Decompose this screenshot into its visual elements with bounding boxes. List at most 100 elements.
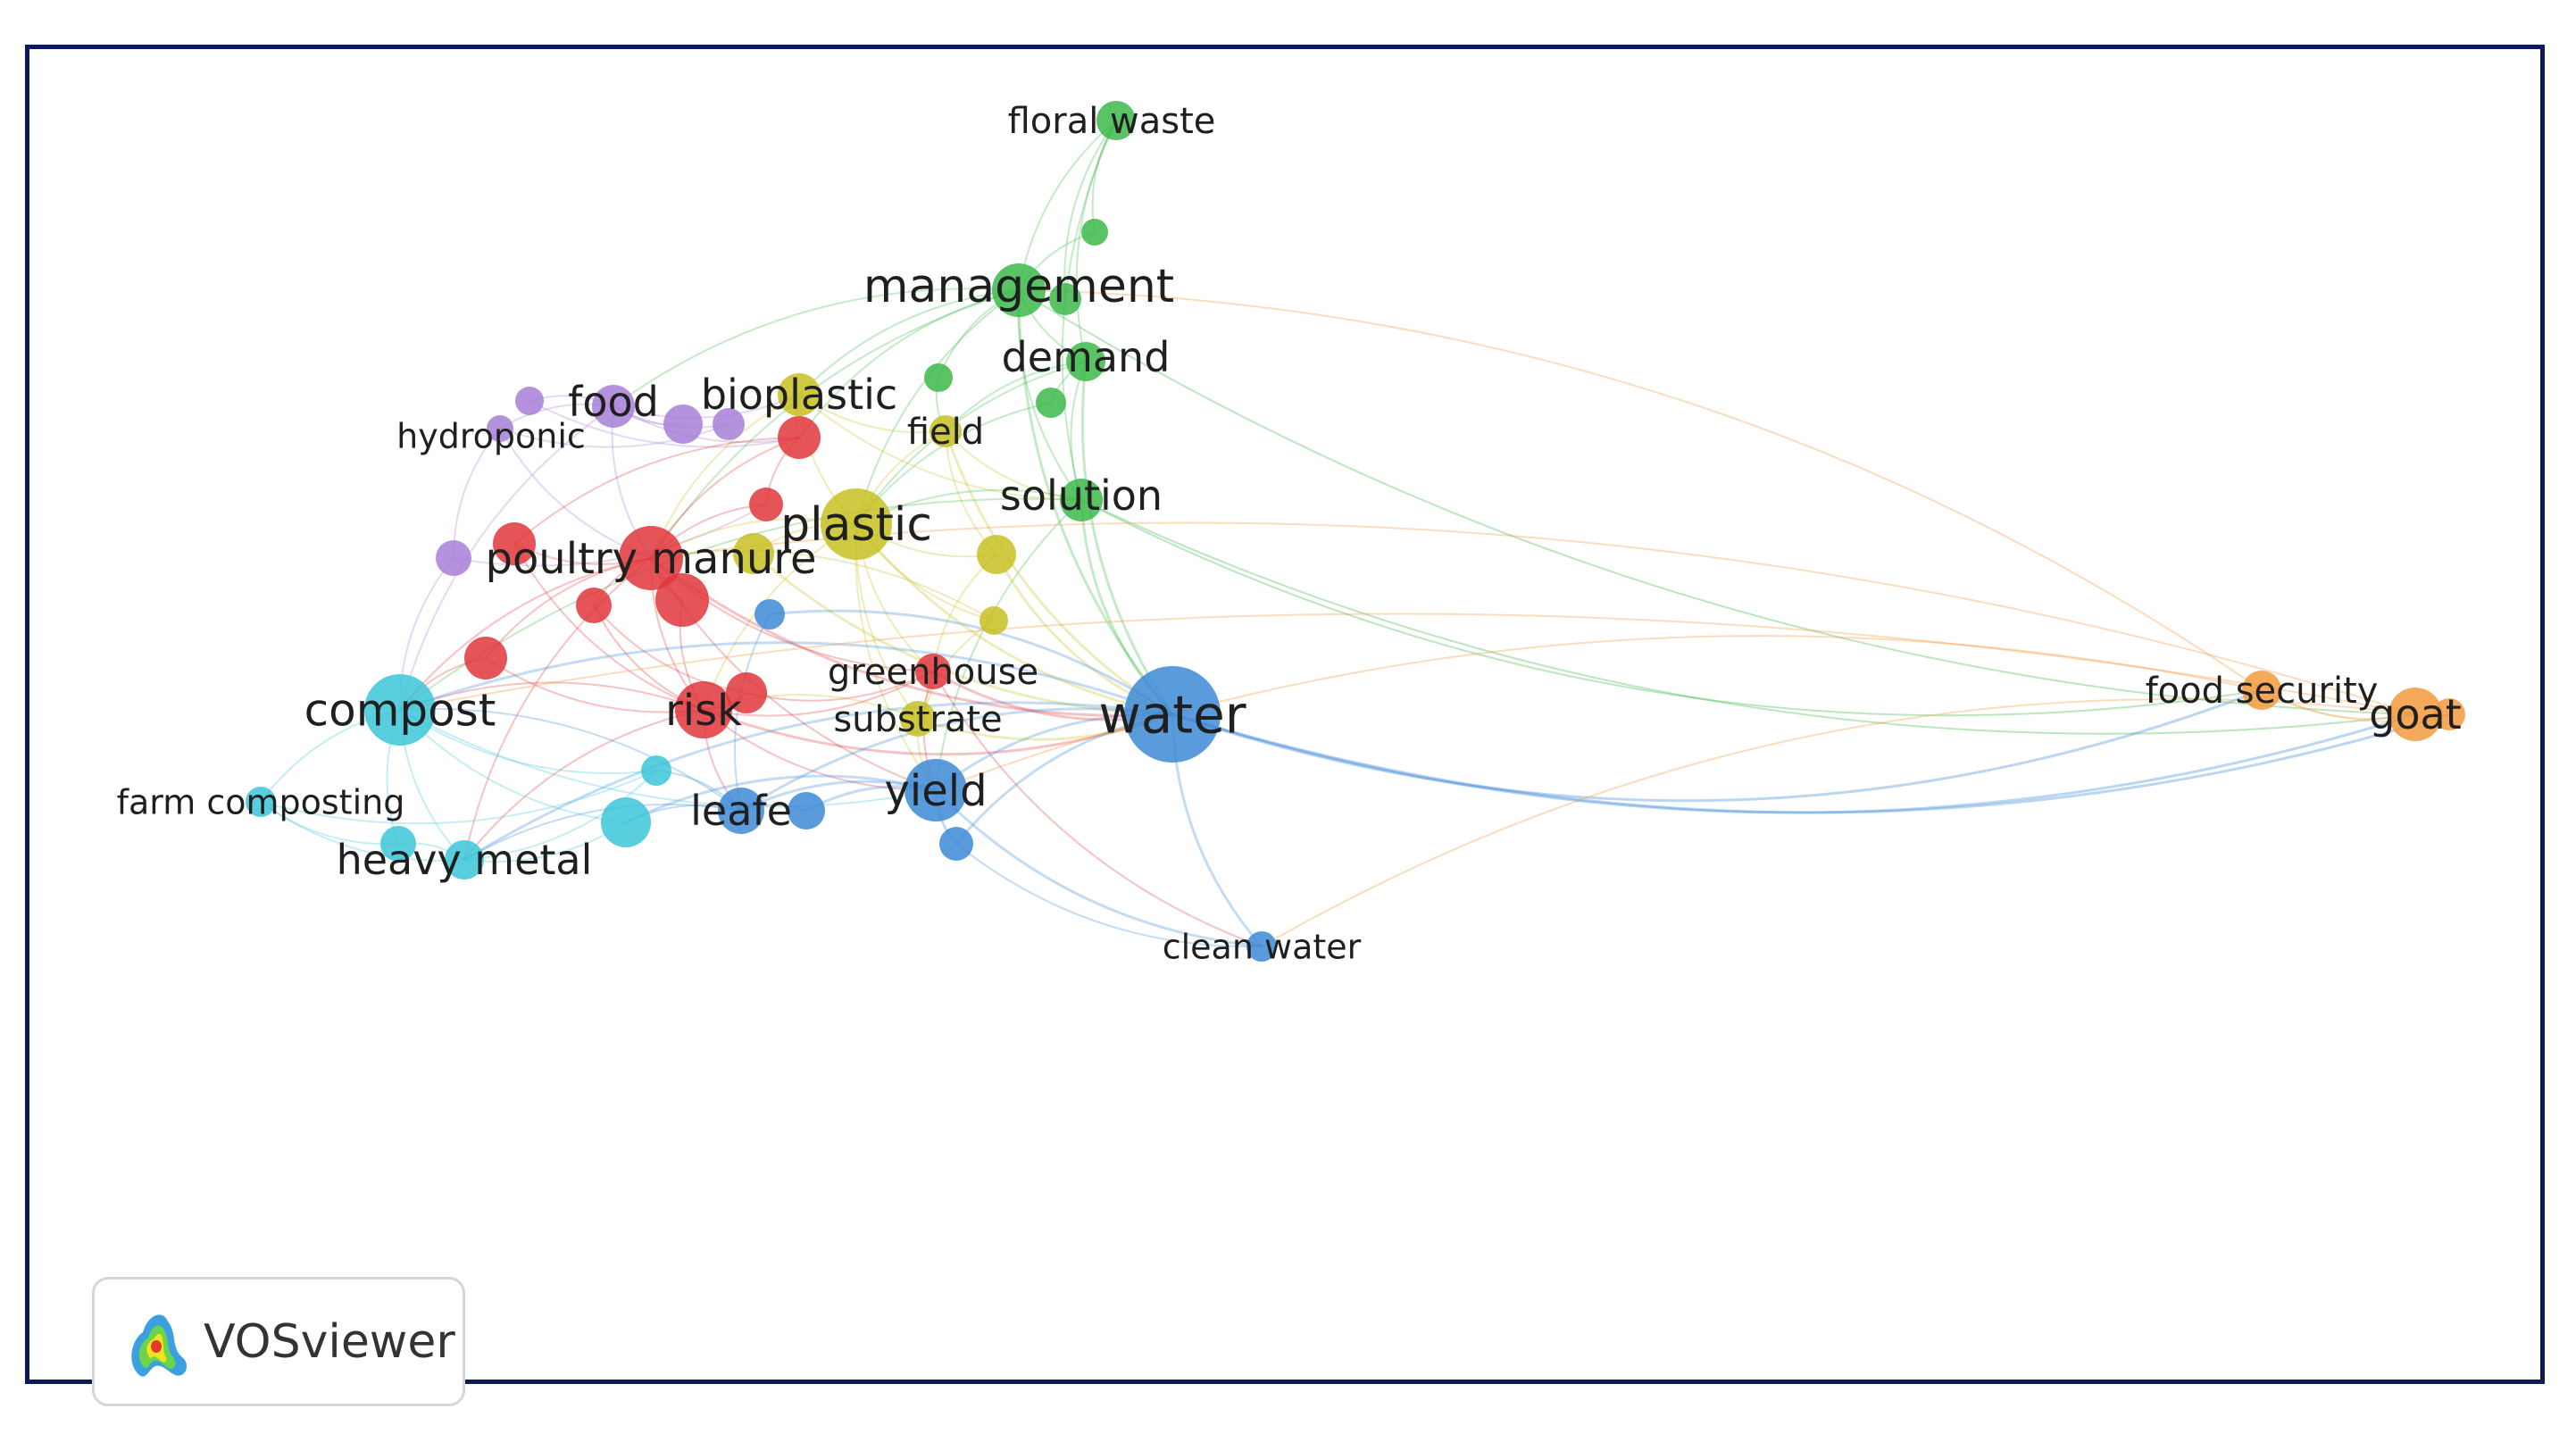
link-y6-poultry-manure [650, 549, 995, 621]
label-heavy-metal: heavy metal [337, 836, 593, 884]
node-r5[interactable] [655, 573, 709, 627]
node-solution[interactable] [1060, 479, 1103, 521]
node-yield[interactable] [905, 759, 967, 821]
link-management-bioplastic [798, 289, 1020, 396]
label-management: management [863, 260, 1174, 313]
node-r7[interactable] [576, 588, 612, 623]
node-b1[interactable] [754, 599, 785, 629]
node-compost[interactable] [364, 674, 436, 746]
vosviewer-brand-label: VOSviewer [204, 1314, 455, 1369]
node-r9[interactable] [726, 672, 767, 713]
node-hydroponic[interactable] [487, 415, 513, 442]
node-substrate[interactable] [900, 701, 936, 737]
link-greenhouse-clean-water [932, 671, 1263, 947]
label-poultry-manure: poultry manure [485, 534, 816, 584]
node-r6[interactable] [464, 637, 507, 679]
node-p4[interactable] [713, 408, 745, 440]
node-leafe[interactable] [718, 788, 764, 834]
link-compost-yield [399, 709, 937, 808]
label-farm-composting: farm composting [117, 782, 405, 821]
link-field-water [944, 430, 1173, 716]
node-greenhouse[interactable] [915, 654, 951, 689]
link-water-b1 [769, 609, 1173, 716]
label-food-security: food security [2146, 671, 2379, 712]
link-plastic-water [854, 523, 1173, 716]
link-plastic-yield [854, 523, 937, 791]
node-risk[interactable] [675, 681, 732, 738]
node-c4[interactable] [601, 797, 651, 847]
node-p2[interactable] [663, 404, 703, 444]
link-r9-greenhouse [746, 671, 934, 702]
node-p6[interactable] [436, 540, 471, 576]
node-b6[interactable] [788, 792, 825, 830]
link-demand-water [1080, 361, 1174, 715]
vosviewer-badge: VOSviewer [92, 1277, 465, 1406]
node-goat[interactable] [2388, 688, 2442, 741]
node-water[interactable] [1124, 666, 1221, 763]
nodes-layer [246, 101, 2465, 962]
node-g2[interactable] [1081, 219, 1108, 246]
node-field[interactable] [930, 415, 962, 447]
node-g7[interactable] [1036, 388, 1066, 418]
link-yield-c4 [625, 774, 937, 824]
node-food[interactable] [592, 385, 635, 428]
link-risk-water [703, 708, 1173, 756]
node-c5[interactable] [641, 755, 671, 786]
link-goat-poultry-manure [650, 521, 2416, 715]
label-greenhouse: greenhouse [828, 652, 1038, 693]
node-r2[interactable] [749, 488, 783, 521]
link-bioplastic-solution [798, 394, 1082, 501]
link-r6-risk [485, 657, 704, 713]
label-floral-waste: floral waste [1008, 101, 1216, 142]
node-y4[interactable] [977, 535, 1016, 574]
label-bioplastic: bioplastic [701, 371, 897, 419]
node-clean-water[interactable] [1246, 931, 1277, 962]
link-leafe-heavy-metal [463, 803, 742, 861]
node-heavy-metal[interactable] [445, 840, 484, 880]
link-floral-waste-demand [1075, 120, 1117, 363]
node-demand[interactable] [1066, 342, 1105, 381]
link-heavy-metal-c5 [463, 770, 657, 861]
label-goat: goat [2369, 690, 2462, 738]
label-yield: yield [884, 766, 987, 816]
link-goat-clean-water [1261, 698, 2416, 947]
link-r7-r9 [593, 604, 747, 694]
link-management-plastic [855, 289, 1020, 525]
link-management-water [1017, 289, 1174, 715]
node-r1[interactable] [778, 416, 821, 459]
node-g4[interactable] [1049, 283, 1081, 315]
link-water-o3 [1171, 713, 2450, 814]
node-c6[interactable] [380, 826, 416, 862]
label-compost: compost [304, 685, 496, 737]
link-food-compost [399, 405, 614, 711]
node-floral-waste[interactable] [1096, 101, 1136, 140]
node-poultry-manure[interactable] [619, 526, 683, 590]
node-y6[interactable] [980, 606, 1008, 635]
node-plastic[interactable] [821, 488, 892, 560]
node-bioplastic[interactable] [778, 373, 821, 416]
link-solution-goat [1080, 499, 2416, 735]
node-b4[interactable] [939, 827, 973, 861]
node-food-security[interactable] [2242, 671, 2281, 710]
link-poultry-manure-heavy-metal [463, 557, 652, 861]
node-o3[interactable] [2433, 698, 2465, 730]
link-solution-food-security [1080, 499, 2263, 717]
link-r3-risk [513, 543, 704, 711]
label-field: field [907, 412, 984, 453]
link-b4-clean-water [955, 843, 1263, 948]
label-food: food [568, 378, 659, 426]
link-management-food [613, 288, 1020, 407]
label-leafe: leafe [690, 787, 792, 835]
node-management[interactable] [992, 263, 1046, 317]
link-p6-r2 [453, 504, 767, 567]
link-water-leafe [740, 707, 1173, 813]
node-p3[interactable] [515, 387, 544, 415]
node-farm-composting[interactable] [246, 787, 276, 817]
node-r3[interactable] [493, 522, 536, 565]
node-g6[interactable] [924, 363, 953, 392]
link-solution-yield [935, 499, 1082, 791]
node-y5[interactable] [733, 533, 774, 574]
label-substrate: substrate [833, 699, 1002, 740]
link-farm-composting-heavy-metal [260, 801, 465, 862]
